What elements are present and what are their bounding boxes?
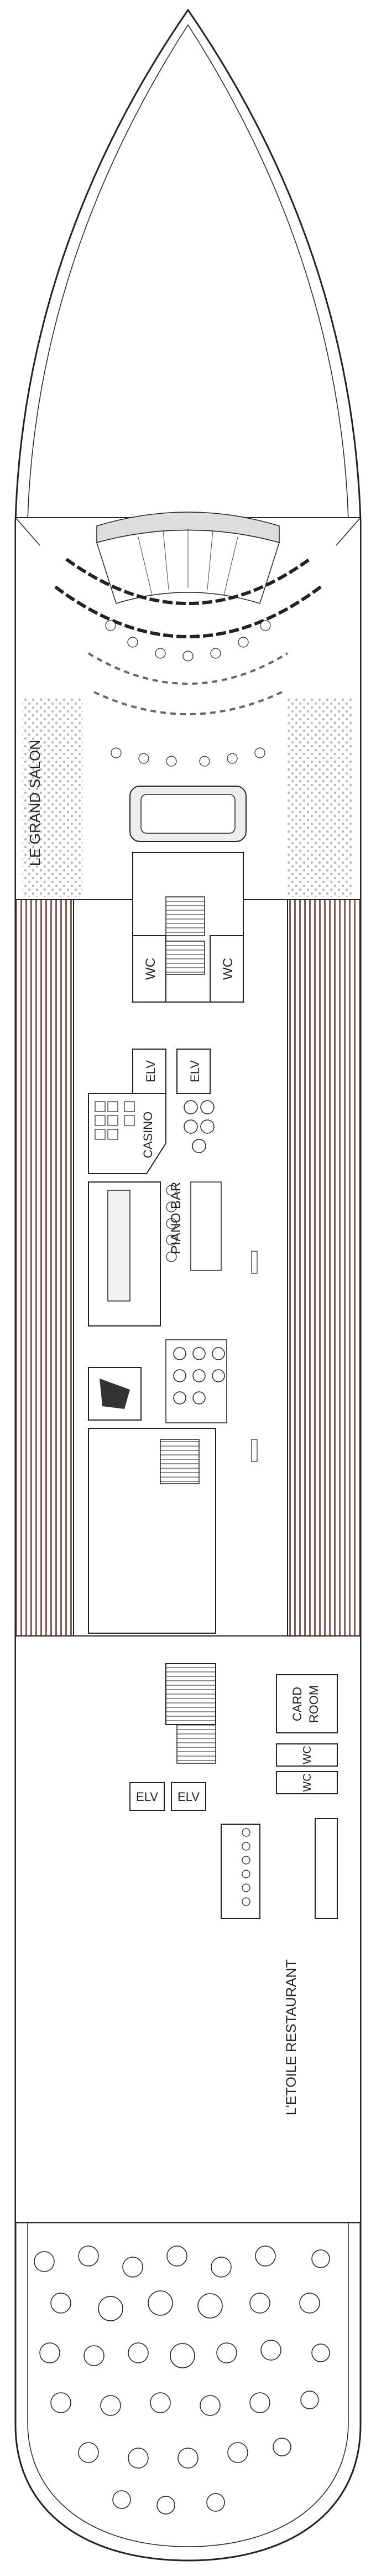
wc-aft-1: [276, 1743, 338, 1767]
stair-small: [160, 1439, 200, 1484]
elevator-block-aft: [129, 1782, 206, 1811]
wc-label-left: WC: [143, 958, 158, 980]
wc-aft-label-2: WC: [301, 1773, 314, 1792]
etoile-restaurant-label: L'ETOILE RESTAURANT: [284, 1959, 299, 2115]
elevator-block-top: [132, 1049, 211, 1094]
wc-stair-block: [132, 852, 244, 1003]
piano-bar-label: PIANO BAR: [169, 1182, 184, 1255]
casino-area: [88, 1093, 215, 1174]
aft-stair-block: [165, 1663, 216, 1725]
elevator-label-1: ELV: [144, 1060, 158, 1082]
card-room: [276, 1674, 338, 1733]
casino-label: CASINO: [141, 1112, 155, 1158]
wc-aft-2: [276, 1771, 338, 1794]
promenade-port: [15, 899, 74, 1637]
card-room-label-line1: CARD: [290, 1687, 304, 1721]
dining-tables: [34, 2245, 330, 2515]
wc-label-right: WC: [221, 958, 236, 980]
grand-salon-label: LE GRAND SALON: [27, 740, 43, 866]
elevator-label-2: ELV: [188, 1060, 202, 1082]
grand-salon-area: [15, 512, 361, 900]
elevator-label-4: ELV: [177, 1790, 200, 1804]
card-room-label-line2: ROOM: [307, 1685, 321, 1723]
piano-bar-area: [88, 1181, 227, 1423]
aft-stair-block-2: [176, 1724, 216, 1764]
restaurant-bar-area: [221, 1818, 338, 1919]
elevator-label-3: ELV: [136, 1790, 158, 1804]
hull-inner-line: [27, 24, 349, 2547]
promenade-starboard: [287, 899, 361, 1637]
wc-aft-label-1: WC: [301, 1746, 314, 1764]
